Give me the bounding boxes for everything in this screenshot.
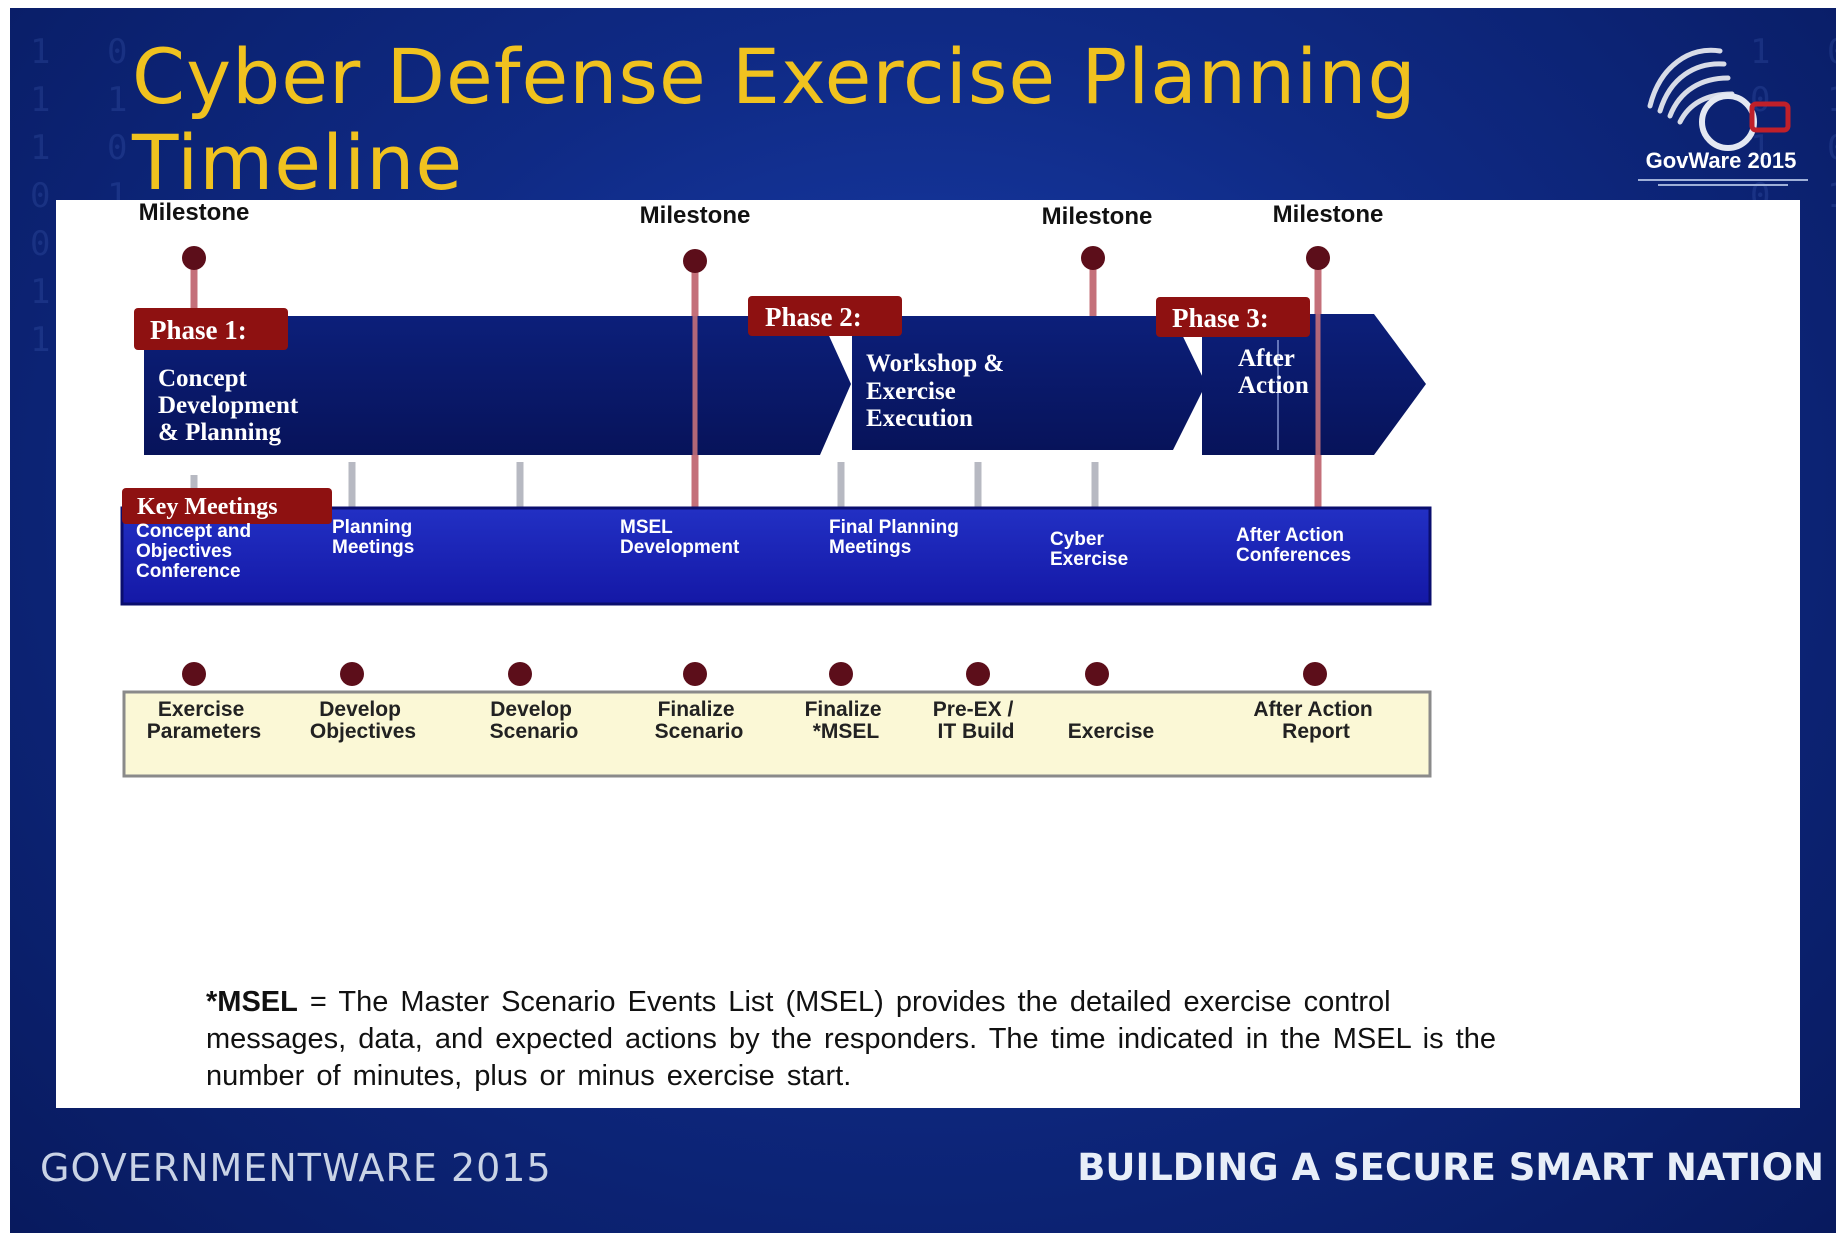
logo-tagline-graphic [1638,179,1808,186]
phase-1-description: Concept Development & Planning [158,365,305,446]
svg-text:Phase 3:: Phase 3: [1172,303,1269,333]
milestone-label: Milestone [1273,201,1384,228]
phase-2-description: Workshop & Exercise Execution [866,350,1010,432]
footnote-term: *MSEL [206,986,298,1018]
diagram-panel: Milestone Milestone Milestone Milestone … [56,199,1800,1108]
footnote-text: = The Master Scenario Events List (MSEL)… [206,986,1496,1092]
activity-pins [182,662,1327,686]
phase-3-tag: Phase 3: [1156,297,1310,337]
phase-2-tag: Phase 2: [748,296,902,336]
activities-band [122,690,1432,778]
phase-2-arrow [852,316,1206,450]
meeting-item: Cyber Exercise [1050,529,1128,570]
activity-item: Exercise Parameters [147,698,261,743]
svg-text:Phase 1:: Phase 1: [150,315,247,345]
meeting-item: MSEL Development [620,517,740,558]
logo-text: GovWare 2015 [1645,148,1797,173]
svg-text:Phase 2:: Phase 2: [765,302,862,332]
timeline-diagram: Milestone Milestone Milestone Milestone … [120,199,1432,778]
key-meetings-band [120,506,1432,606]
phase-1-tag: Phase 1: [134,308,288,350]
svg-text:Key Meetings: Key Meetings [137,494,278,520]
activity-item: Finalize *MSEL [805,698,888,743]
msel-footnote: *MSEL = The Master Scenario Events List … [206,984,1536,1095]
phase-3-description: After Action [1238,345,1309,399]
title-line-1: Cyber Defense Exercise Planning [132,32,1417,121]
title-line-2: Timeline [132,118,464,207]
meeting-item: Concept and Objectives Conference [136,521,256,582]
slide-title: Cyber Defense Exercise Planning Timeline [132,34,1552,206]
milestone-label: Milestone [1042,203,1153,230]
meeting-item: Planning Meetings [332,517,418,558]
meeting-item: Final Planning Meetings [829,517,964,558]
activity-item: Finalize Scenario [655,698,744,743]
govware-swirl-logo-icon [1647,47,1791,151]
activity-item: Pre-EX / IT Build [933,698,1019,743]
activity-item: Exercise [1068,720,1154,743]
phase-3-arrow [1202,314,1426,455]
activity-item: Develop Objectives [310,698,416,743]
key-meetings-tag: Key Meetings [122,488,332,524]
meeting-item: After Action Conferences [1236,525,1351,566]
milestone-label: Milestone [640,202,751,229]
slide-background: 1 0 1 1 1 0 0 1 0 1 1 0 1 1 1 0 0 1 1 0 … [10,8,1836,1233]
activity-item: After Action Report [1253,698,1378,743]
footer-right-text: BUILDING A SECURE SMART NATION [1077,1146,1824,1189]
activity-stems [190,605,1319,668]
milestone-label: Milestone [139,200,250,226]
phase-1-arrow [144,316,851,455]
footer-left-text: GOVERNMENTWARE 2015 [40,1146,552,1190]
activity-item: Develop Scenario [490,698,579,743]
